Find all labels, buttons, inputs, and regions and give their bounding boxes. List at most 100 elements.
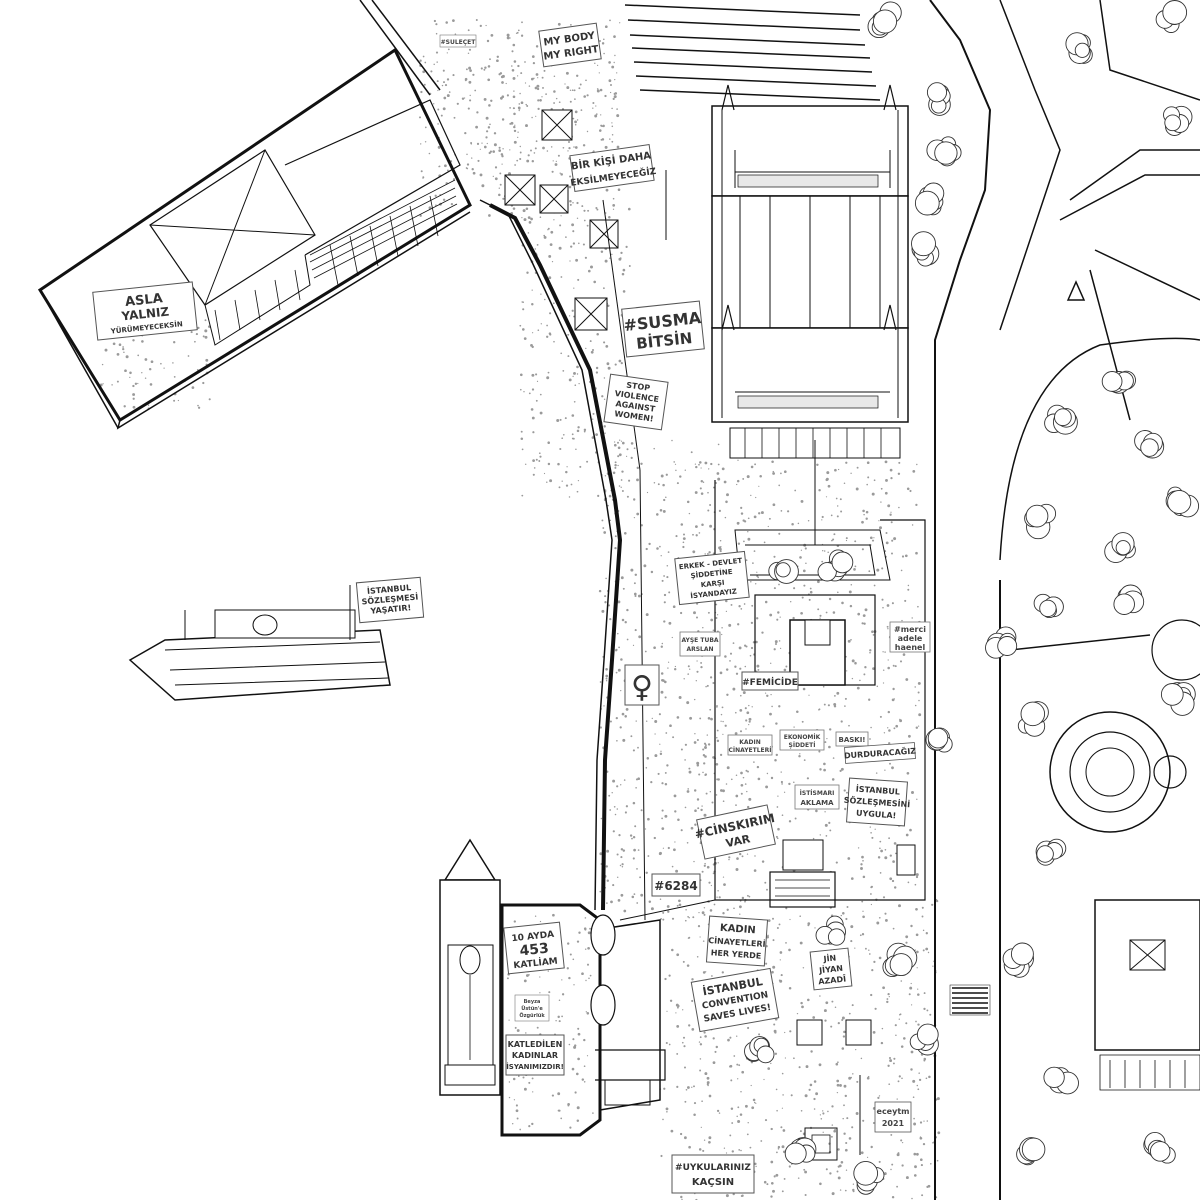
crowd-speck	[611, 792, 613, 794]
crowd-speck	[677, 1006, 679, 1009]
crowd-speck	[581, 972, 584, 976]
crowd-speck	[712, 486, 715, 489]
crowd-speck	[442, 198, 446, 201]
crowd-speck	[695, 465, 698, 469]
crowd-speck	[599, 852, 603, 856]
crowd-speck	[606, 902, 608, 904]
crowd-speck	[501, 163, 503, 165]
crowd-speck	[605, 668, 608, 671]
crowd-speck	[446, 94, 450, 98]
svg-text:BASKI!: BASKI!	[838, 736, 865, 744]
crowd-speck	[583, 219, 586, 222]
crowd-speck	[163, 367, 165, 369]
svg-text:EKONOMİK: EKONOMİK	[784, 734, 821, 741]
sign-istanbul-yasatir: İSTANBUL SÖZLEŞMESİ YAŞATIR!	[355, 576, 425, 624]
svg-text:#6284: #6284	[654, 879, 697, 893]
crowd-speck	[698, 463, 700, 466]
crowd-speck	[668, 591, 671, 594]
crowd-speck	[800, 1001, 803, 1005]
crowd-speck	[848, 1137, 852, 1140]
crowd-speck	[780, 974, 783, 977]
crowd-speck	[770, 1127, 773, 1131]
crowd-speck	[764, 600, 768, 604]
crowd-speck	[626, 495, 629, 498]
crowd-speck	[435, 204, 437, 207]
crowd-speck	[574, 123, 577, 126]
crowd-speck	[657, 772, 660, 775]
crowd-speck	[847, 857, 851, 860]
crowd-speck	[888, 729, 891, 732]
crowd-speck	[539, 216, 542, 218]
crowd-speck	[608, 794, 611, 797]
tree-icon	[744, 1036, 775, 1064]
crowd-speck	[682, 1009, 684, 1011]
crowd-speck	[840, 720, 843, 723]
crowd-speck	[488, 104, 491, 107]
crowd-speck	[729, 660, 731, 662]
crowd-speck	[846, 670, 848, 672]
crowd-speck	[857, 612, 861, 616]
crowd-speck	[428, 152, 431, 155]
crowd-speck	[605, 680, 608, 682]
crowd-speck	[757, 576, 760, 579]
crowd-speck	[905, 833, 909, 837]
crowd-speck	[528, 974, 530, 976]
crowd-speck	[845, 917, 848, 921]
crowd-speck	[850, 877, 854, 880]
crowd-speck	[609, 617, 612, 621]
crowd-speck	[550, 146, 553, 148]
crowd-speck	[637, 849, 640, 851]
crowd-speck	[842, 1117, 844, 1120]
crowd-speck	[666, 764, 669, 767]
crowd-speck	[841, 1016, 845, 1020]
crowd-speck	[798, 1066, 801, 1069]
crowd-speck	[748, 723, 750, 726]
crowd-speck	[800, 549, 803, 551]
crowd-speck	[815, 809, 818, 813]
crowd-speck	[682, 960, 685, 963]
crowd-speck	[914, 686, 916, 688]
roundabout	[1049, 619, 1200, 833]
crowd-speck	[512, 95, 516, 99]
crowd-speck	[770, 1195, 773, 1198]
crowd-speck	[667, 910, 670, 913]
crowd-speck	[813, 1080, 817, 1083]
crowd-speck	[582, 243, 585, 246]
tree-icon	[909, 1023, 939, 1056]
crowd-speck	[448, 91, 451, 93]
crowd-speck	[793, 726, 795, 728]
crowd-speck	[706, 684, 709, 687]
crowd-speck	[594, 114, 598, 118]
crowd-speck	[917, 691, 920, 694]
crowd-speck	[442, 107, 446, 111]
crowd-speck	[705, 685, 707, 688]
crowd-speck	[708, 468, 710, 470]
crowd-speck	[797, 522, 800, 525]
crowd-speck	[852, 1073, 854, 1075]
crowd-speck	[808, 1088, 811, 1091]
crowd-speck	[824, 741, 827, 744]
crowd-speck	[825, 478, 829, 482]
crowd-speck	[805, 562, 807, 564]
crowd-speck	[885, 478, 888, 482]
crowd-speck	[725, 1152, 728, 1154]
crowd-speck	[809, 1083, 813, 1087]
crowd-speck	[479, 24, 482, 28]
crowd-speck	[617, 455, 620, 458]
crowd-speck	[538, 460, 541, 462]
crowd-speck	[559, 172, 561, 174]
crowd-speck	[819, 1114, 822, 1116]
crowd-speck	[609, 138, 611, 140]
crowd-speck	[817, 608, 820, 611]
crowd-speck	[823, 768, 826, 772]
crowd-speck	[522, 308, 525, 311]
crowd-speck	[437, 123, 439, 125]
crowd-speck	[536, 84, 540, 88]
crowd-speck	[888, 1083, 891, 1086]
crowd-speck	[550, 230, 554, 234]
crowd-speck	[919, 1158, 923, 1162]
crowd-speck	[781, 783, 783, 785]
crowd-speck	[513, 140, 517, 144]
crowd-speck	[517, 64, 520, 68]
crowd-speck	[555, 160, 557, 163]
